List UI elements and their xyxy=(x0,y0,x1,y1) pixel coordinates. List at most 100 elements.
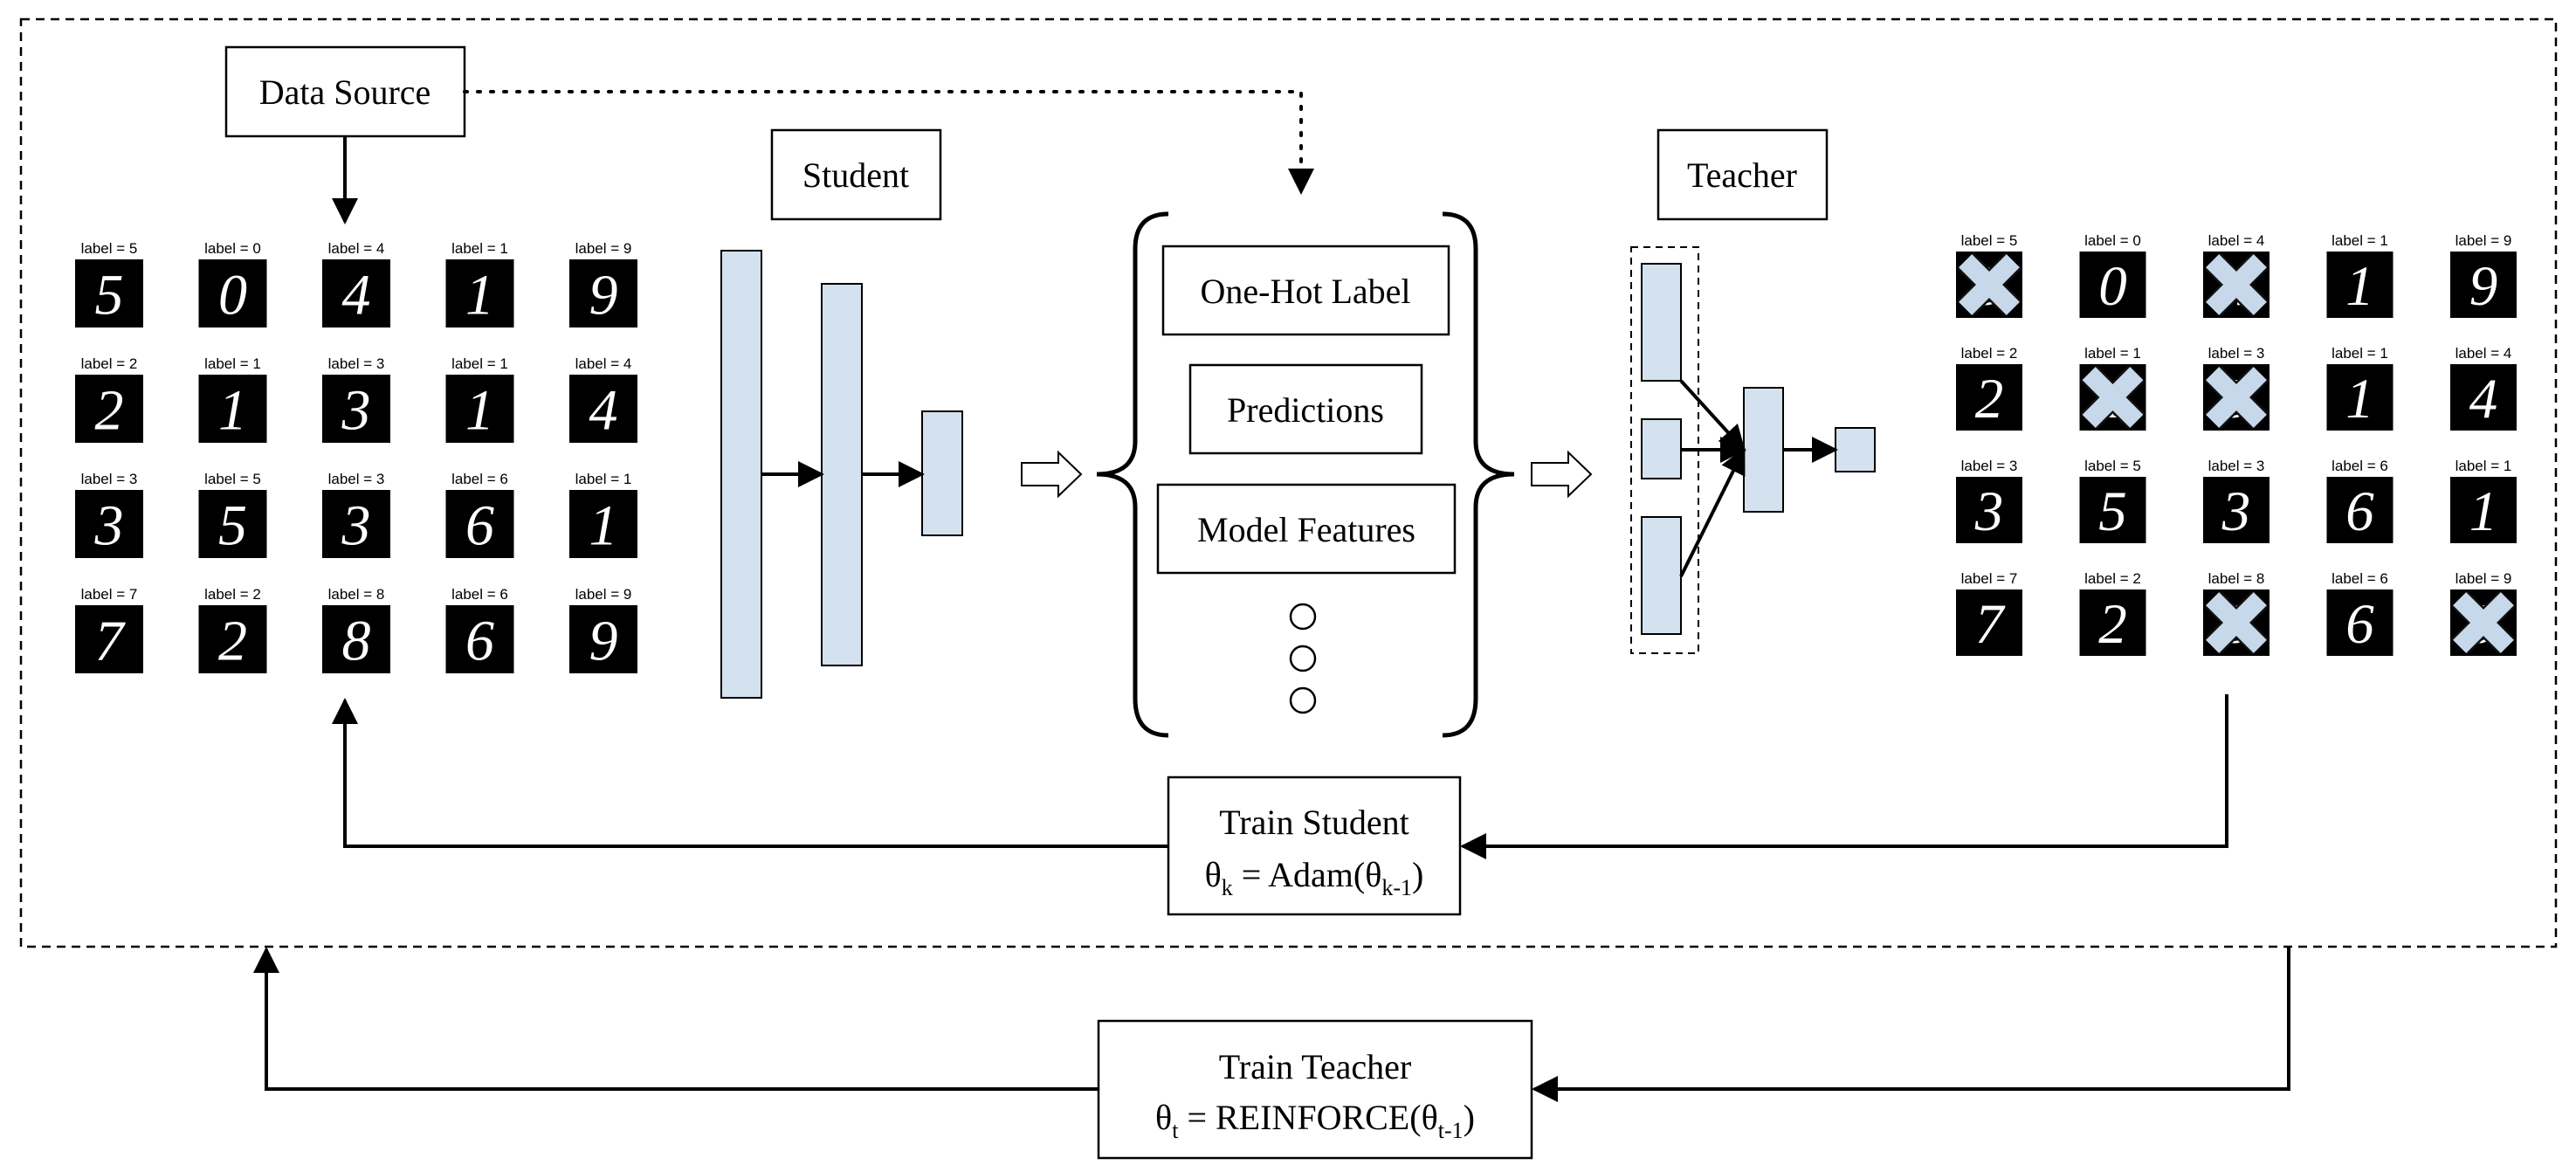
right-digit-r2c2: label = 11 xyxy=(2079,345,2146,431)
digit-glyph: 6 xyxy=(465,609,494,672)
digit-label: label = 6 xyxy=(451,471,508,487)
digit-label: label = 6 xyxy=(2331,458,2388,474)
digit-image xyxy=(569,259,637,327)
digit-glyph: 9 xyxy=(2469,255,2498,318)
left-digit-r1c4: label = 1 1 xyxy=(445,240,514,327)
right-digit-r3c2: label = 55 xyxy=(2079,458,2146,543)
right-digit-r4c5: label = 99 xyxy=(2450,570,2517,656)
more-features-ellipsis xyxy=(1289,603,1317,714)
digit-image xyxy=(198,375,267,443)
digit-glyph: 2 xyxy=(2098,593,2127,656)
predictions-text: Predictions xyxy=(1227,390,1384,430)
digit-label: label = 3 xyxy=(2208,458,2265,474)
left-digit-r4c4: label = 6 6 xyxy=(445,586,514,673)
digit-label: label = 2 xyxy=(204,586,261,603)
left-digit-r3c2: label = 55 xyxy=(198,471,267,558)
digit-glyph: 4 xyxy=(342,263,371,327)
digit-glyph: 3 xyxy=(1974,480,2004,543)
model-features-box: Model Features xyxy=(1156,483,1457,575)
digit-label: label = 3 xyxy=(81,471,138,487)
rejected-cross-icon xyxy=(2453,592,2514,653)
model-features-text: Model Features xyxy=(1197,510,1415,549)
teacher-hidden-layer xyxy=(1743,387,1784,513)
digit-glyph: 9 xyxy=(589,263,618,327)
right-digit-r4c3: label = 88 xyxy=(2203,570,2269,656)
digit-image xyxy=(1956,589,2022,656)
train-student-equation: θk = Adam(θk-1) xyxy=(1205,855,1424,900)
digit-glyph: 1 xyxy=(2469,480,2498,543)
right-digit-r2c4: label = 1 1 xyxy=(2326,345,2393,431)
left-brace xyxy=(1096,211,1169,738)
digit-image xyxy=(322,259,390,327)
digit-image xyxy=(1956,364,2022,431)
digit-label: label = 1 xyxy=(451,240,508,257)
digit-image xyxy=(445,490,514,558)
digit-image xyxy=(75,259,143,327)
right-digit-r3c4: label = 66 xyxy=(2326,458,2393,543)
digit-label: label = 0 xyxy=(2084,232,2141,249)
teacher-arrow-3 xyxy=(1679,447,1746,577)
rejected-cross-icon xyxy=(2206,254,2267,315)
left-digit-r1c2: label = 00 xyxy=(198,240,267,327)
rejected-cross-icon xyxy=(2206,367,2267,428)
digit-glyph: 2 xyxy=(95,378,124,442)
digit-glyph: 1 xyxy=(589,493,618,557)
digit-label: label = 8 xyxy=(2208,570,2265,587)
digit-label: label = 5 xyxy=(1961,232,2018,249)
left-digit-r1c3: label = 44 xyxy=(322,240,390,327)
left-digit-r2c4: label = 11 xyxy=(445,355,514,443)
right-digit-r1c2: label = 00 xyxy=(2079,232,2146,318)
teacher-output-layer xyxy=(1835,427,1876,472)
digit-label: label = 9 xyxy=(2455,570,2512,587)
right-digit-r1c3: label = 44 xyxy=(2203,232,2269,318)
digit-image xyxy=(2450,252,2517,318)
digit-glyph: 6 xyxy=(465,493,494,557)
digit-image xyxy=(2450,364,2517,431)
digit-label: label = 2 xyxy=(2084,570,2141,587)
digit-label: label = 7 xyxy=(1961,570,2018,587)
digit-label: label = 7 xyxy=(81,586,138,603)
digit-label: label = 6 xyxy=(451,586,508,603)
student-layer-1 xyxy=(720,250,762,699)
left-digit-r1c1: label = 5 5 xyxy=(75,240,143,327)
left-digit-r3c1: label = 3 3 xyxy=(75,471,143,558)
right-digit-r2c1: label = 22 xyxy=(1956,345,2022,431)
digit-label: label = 1 xyxy=(2331,345,2388,362)
digit-glyph: 1 xyxy=(2345,368,2374,431)
digit-image xyxy=(569,605,637,673)
digit-label: label = 1 xyxy=(2455,458,2512,474)
train-teacher-title: Train Teacher xyxy=(1219,1047,1411,1086)
digit-label: label = 1 xyxy=(2331,232,2388,249)
student-network xyxy=(720,250,963,699)
digit-image xyxy=(569,375,637,443)
digit-label: label = 0 xyxy=(204,240,261,257)
left-digit-r4c2: label = 2 2 xyxy=(198,586,267,673)
digit-glyph: 5 xyxy=(218,493,247,557)
digit-glyph: 1 xyxy=(465,263,494,327)
digit-glyph: 3 xyxy=(341,493,371,557)
digit-glyph: 2 xyxy=(1975,368,2004,431)
digit-label: label = 9 xyxy=(575,586,632,603)
rejected-cross-icon xyxy=(2082,367,2144,428)
left-digit-r4c1: label = 77 xyxy=(75,586,143,673)
digit-label: label = 1 xyxy=(575,471,632,487)
digit-glyph: 5 xyxy=(95,263,124,327)
outer-loop-frame xyxy=(19,17,2558,948)
digit-image xyxy=(198,490,267,558)
digit-glyph: 3 xyxy=(94,493,124,557)
right-digit-r4c1: label = 77 xyxy=(1956,570,2022,656)
digit-glyph: 5 xyxy=(2098,480,2127,543)
digit-image xyxy=(75,490,143,558)
right-digit-r1c5: label = 99 xyxy=(2450,232,2517,318)
teacher-input-1 xyxy=(1641,263,1682,382)
rejected-cross-icon xyxy=(1959,254,2020,315)
digit-label: label = 3 xyxy=(2208,345,2265,362)
digit-label: label = 5 xyxy=(81,240,138,257)
digit-label: label = 4 xyxy=(575,355,632,372)
digit-image xyxy=(322,490,390,558)
digit-glyph: 2 xyxy=(218,609,247,672)
train-teacher-equation: θt = REINFORCE(θt-1) xyxy=(1155,1098,1475,1143)
right-digit-r2c3: label = 33 xyxy=(2203,345,2269,431)
